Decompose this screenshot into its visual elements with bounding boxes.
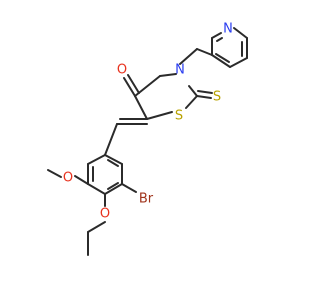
bromo-group [121,183,137,193]
bromine-label: Br [139,192,154,207]
ring-sulfur-label: S [175,109,183,124]
thione-bond [196,90,213,99]
benzene-ring [87,123,123,195]
methoxy-oxygen-label: O [63,171,73,186]
carbonyl-bond [123,74,140,97]
molecule-structure: O N S S N O O Br [47,22,248,256]
pyridine-ring [211,27,248,68]
methylene-bridge [179,48,213,65]
thiazolidinone-ring [116,73,198,125]
ethoxy-group [87,193,106,256]
ethoxy-oxygen-label: O [100,207,110,222]
ring-nitrogen-label: N [175,63,185,78]
carbonyl-oxygen-label: O [117,63,127,78]
pyridine-nitrogen-label: N [223,22,233,37]
thione-sulfur-label: S [213,90,221,105]
methoxy-group [47,169,89,185]
